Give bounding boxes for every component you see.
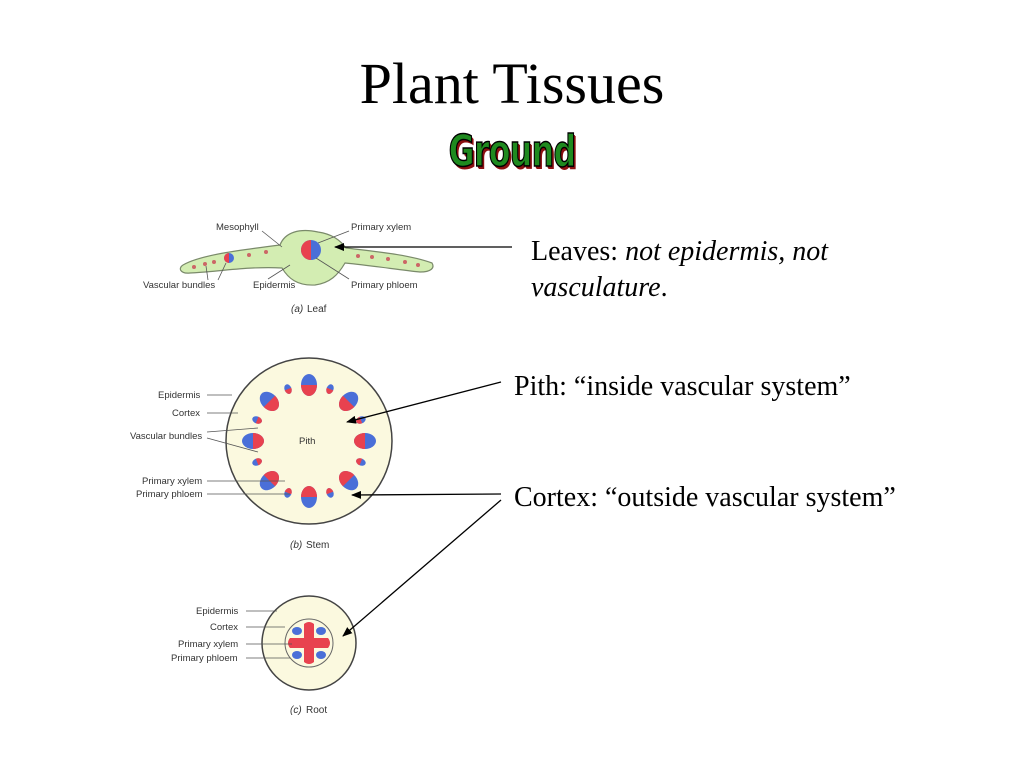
stem-bundle-xylem xyxy=(338,470,355,487)
leaf-leader xyxy=(205,265,209,281)
root-caption: Root xyxy=(306,705,327,716)
leaf-label-primary-phloem: Primary phloem xyxy=(351,280,418,291)
root-label-epidermis: Epidermis xyxy=(196,606,238,617)
leaf-leader xyxy=(315,257,350,280)
stem-vascular-bundle xyxy=(284,384,292,394)
stem-bundle-xylem xyxy=(255,416,262,424)
root-cortex-arrow xyxy=(342,499,502,637)
stem-bundle-xylem xyxy=(284,488,292,495)
leaf-label-primary-xylem: Primary xylem xyxy=(351,222,411,233)
leaf-leader xyxy=(267,264,291,280)
stem-vascular-bundle xyxy=(284,488,292,498)
stem-vascular-bundle xyxy=(242,433,264,449)
stem-vascular-bundle xyxy=(252,416,262,424)
leaf-leader xyxy=(317,230,350,244)
slide-subtitle: Ground xyxy=(448,125,577,178)
stem-bundle-xylem xyxy=(326,488,334,495)
stem-bundle-xylem xyxy=(338,395,355,412)
leaf-small-bundle-xylem xyxy=(224,253,229,263)
cortex-note: Cortex: “outside vascular system” xyxy=(514,482,896,513)
leaves-note-italic-1: not epidermis, not xyxy=(625,236,829,267)
stem-label-cortex: Cortex xyxy=(172,408,200,419)
stem-bundle-xylem xyxy=(263,395,280,412)
stem-vascular-bundle xyxy=(259,391,280,412)
stem-leader xyxy=(206,427,259,433)
stem-leader xyxy=(206,437,259,453)
root-diagram: Epidermis Cortex Primary xylem Primary p… xyxy=(171,595,357,716)
stem-vascular-ring xyxy=(242,374,376,508)
leaf-dot xyxy=(192,265,196,269)
stem-label-pith: Pith xyxy=(299,436,315,447)
pith-arrow xyxy=(346,381,502,424)
stem-bundle-xylem xyxy=(255,458,262,466)
leaf-leader xyxy=(261,230,283,248)
root-caption-letter: (c) xyxy=(290,705,302,716)
leaf-caption: Leaf xyxy=(307,304,327,315)
leaf-dot xyxy=(370,255,374,259)
stem-caption-letter: (b) xyxy=(290,540,302,551)
stem-bundle-xylem xyxy=(326,387,334,394)
stem-label-primary-phloem: Primary phloem xyxy=(136,489,203,500)
stem-bundle-xylem xyxy=(253,433,264,449)
stem-bundle-xylem xyxy=(354,433,365,449)
stem-bundle-xylem xyxy=(263,470,280,487)
pith-note: Pith: “inside vascular system” xyxy=(514,371,851,402)
stem-label-primary-xylem: Primary xylem xyxy=(142,476,202,487)
stem-vascular-bundle xyxy=(354,433,376,449)
stem-diagram: Pith Epidermis Cortex Vascular bundles P… xyxy=(130,357,393,551)
leaves-note-suffix: . xyxy=(660,272,668,303)
stem-vascular-bundle xyxy=(326,384,334,394)
leaf-label-vascular-bundles: Vascular bundles xyxy=(143,280,215,291)
leaf-dot xyxy=(212,260,216,264)
stem-vascular-bundle xyxy=(326,488,334,498)
cortex-arrow xyxy=(351,490,502,499)
leaf-label-mesophyll: Mesophyll xyxy=(216,222,259,233)
leaf-dot xyxy=(403,260,407,264)
stem-bundle-xylem xyxy=(301,385,317,396)
leaves-note: Leaves: not epidermis, not vasculature. xyxy=(531,234,951,306)
leaf-midrib-xylem xyxy=(301,240,311,260)
stem-bundle-xylem xyxy=(284,387,292,394)
root-phloem xyxy=(316,651,326,659)
leaves-note-prefix: Leaves: xyxy=(531,236,626,267)
root-label-cortex: Cortex xyxy=(210,622,238,633)
leaf-leader xyxy=(217,262,227,281)
root-phloem xyxy=(292,627,302,635)
stem-vascular-bundle xyxy=(338,470,359,491)
stem-caption: Stem xyxy=(306,540,329,551)
stem-bundle-xylem xyxy=(356,458,363,466)
stem-bundle-xylem xyxy=(301,486,317,497)
root-label-primary-xylem: Primary xylem xyxy=(178,639,238,650)
stem-vascular-bundle xyxy=(301,486,317,508)
leaf-dot xyxy=(416,263,420,267)
root-label-primary-phloem: Primary phloem xyxy=(171,653,238,664)
leaf-diagram: Mesophyll Primary xylem Vascular bundles… xyxy=(143,222,434,315)
leaf-label-epidermis: Epidermis xyxy=(253,280,295,291)
leaf-dot xyxy=(264,250,268,254)
stem-vascular-bundle xyxy=(301,374,317,396)
root-xylem-cross xyxy=(288,622,330,664)
stem-vascular-bundle xyxy=(252,458,262,466)
stem-label-vascular-bundles: Vascular bundles xyxy=(130,431,202,442)
leaf-dot xyxy=(203,262,207,266)
leaf-caption-letter: (a) xyxy=(291,304,303,315)
slide-title: Plant Tissues xyxy=(359,51,665,116)
stem-label-epidermis: Epidermis xyxy=(158,390,200,401)
stem-bundle-xylem xyxy=(356,416,363,424)
root-phloem xyxy=(292,651,302,659)
leaves-note-italic-2: vasculature xyxy=(531,272,661,303)
stem-vascular-bundle xyxy=(356,458,366,466)
leaf-dot xyxy=(356,254,360,258)
stem-vascular-bundle xyxy=(338,391,359,412)
leaf-dot xyxy=(386,257,390,261)
leaf-dot xyxy=(247,253,251,257)
root-phloem xyxy=(316,627,326,635)
